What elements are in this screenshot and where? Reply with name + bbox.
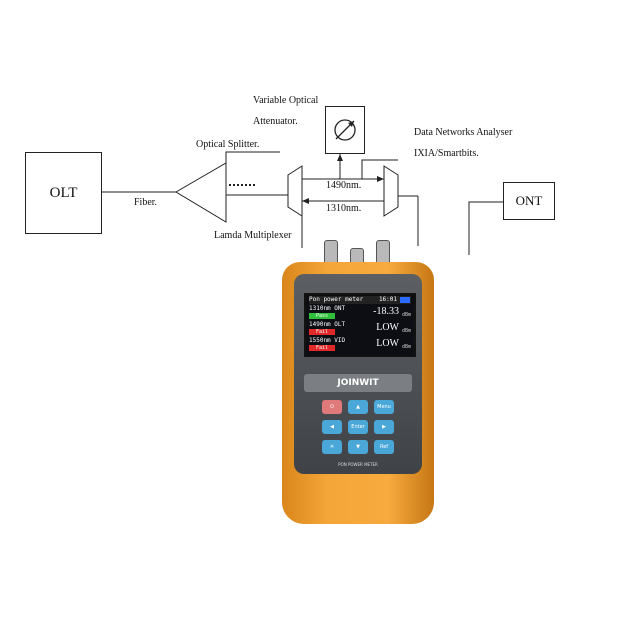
fiber-label: Fiber. xyxy=(134,197,157,209)
screen-time: 16:01 xyxy=(379,296,397,303)
pon-power-meter-device: Pon power meter 16:01 1310nm ONT Pass -1… xyxy=(282,240,434,528)
screen-header: Pon power meter 16:01 xyxy=(309,296,411,304)
enter-button[interactable]: Enter xyxy=(348,420,368,434)
reading-row-3: 1550nm VID Fail LOW dBm xyxy=(309,337,411,351)
ref-button[interactable]: Ref xyxy=(374,440,394,454)
reading-unit: dBm xyxy=(402,312,411,318)
reading-unit: dBm xyxy=(402,328,411,334)
reading-label: 1550nm VID xyxy=(309,337,345,344)
device-footer-label: PON POWER METER xyxy=(318,462,398,467)
status-badge: Fail xyxy=(309,329,335,335)
ont-label: ONT xyxy=(516,193,543,209)
lambda-mux-left-shape xyxy=(288,166,302,216)
attenuator-label-line1: Variable Optical xyxy=(253,95,318,107)
lambda-mux-label: Lamda Multiplexer xyxy=(214,230,291,242)
status-badge: Pass xyxy=(309,313,335,319)
analyser-label-line2: IXIA/Smartbits. xyxy=(414,148,479,160)
device-brand: JOINWIT xyxy=(304,374,412,392)
reading-label: 1310nm ONT xyxy=(309,305,345,312)
up-button[interactable]: ▲ xyxy=(348,400,368,414)
wavelength-1310-label: 1310nm. xyxy=(326,203,361,215)
menu-button[interactable]: Menu xyxy=(374,400,394,414)
wavelength-1490-label: 1490nm. xyxy=(326,180,361,192)
variable-attenuator-icon xyxy=(332,117,358,143)
optical-splitter-label: Optical Splitter. xyxy=(196,139,259,151)
attenuator-label-line2: Attenuator. xyxy=(253,116,298,128)
reading-value: LOW xyxy=(376,338,399,349)
left-button[interactable]: ◀ xyxy=(322,420,342,434)
optical-splitter-shape xyxy=(176,163,226,222)
olt-box: OLT xyxy=(25,152,102,234)
reading-value: -18.33 xyxy=(373,306,399,317)
light-button[interactable]: ☀ xyxy=(322,440,342,454)
power-button[interactable]: ⏻ xyxy=(322,400,342,414)
reading-label: 1490nm OLT xyxy=(309,321,345,328)
ont-box: ONT xyxy=(503,182,555,220)
attenuator-box xyxy=(325,106,365,154)
battery-icon xyxy=(400,297,410,303)
olt-label: OLT xyxy=(50,185,78,202)
status-badge: Fail xyxy=(309,345,335,351)
right-button[interactable]: ▶ xyxy=(374,420,394,434)
screen-title: Pon power meter xyxy=(309,296,363,303)
reading-unit: dBm xyxy=(402,344,411,350)
reading-row-2: 1490nm OLT Fail LOW dBm xyxy=(309,321,411,335)
down-button[interactable]: ▼ xyxy=(348,440,368,454)
reading-row-1: 1310nm ONT Pass -18.33 dBm xyxy=(309,305,411,319)
device-screen: Pon power meter 16:01 1310nm ONT Pass -1… xyxy=(304,293,416,357)
reading-value: LOW xyxy=(376,322,399,333)
analyser-label-line1: Data Networks Analyser xyxy=(414,127,512,139)
lambda-mux-right-shape xyxy=(384,166,398,216)
